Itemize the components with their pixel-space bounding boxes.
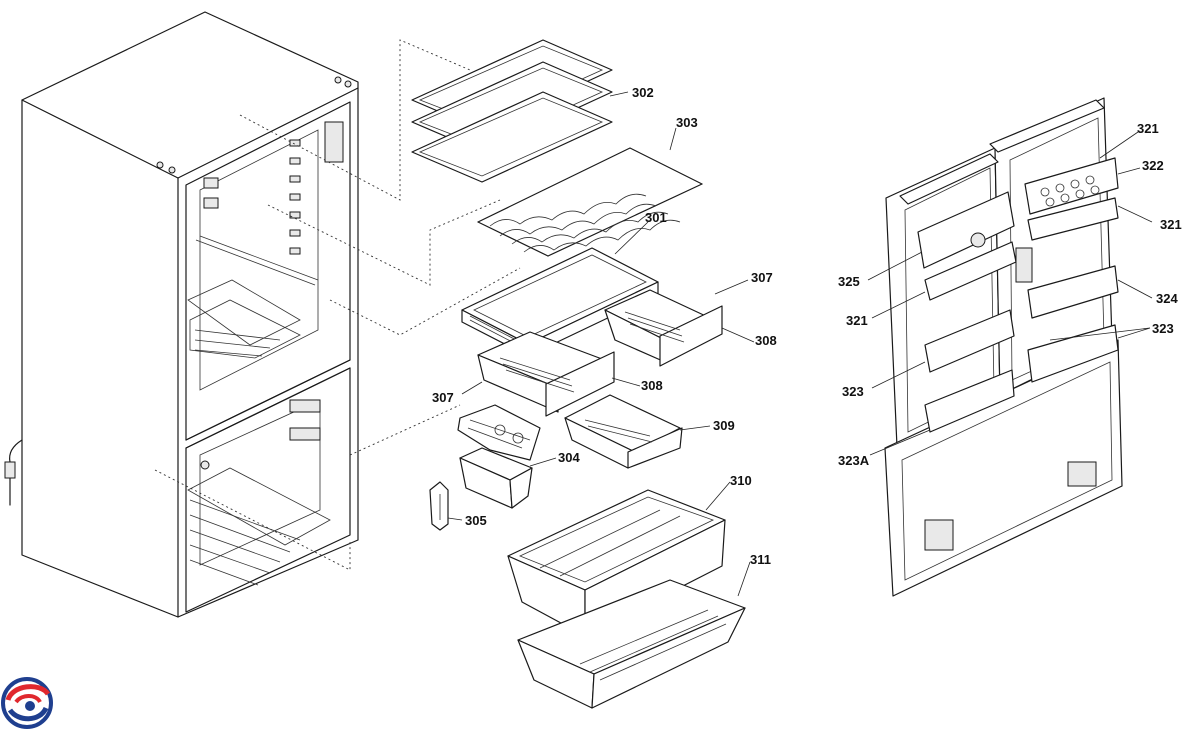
part-label-311: 311 <box>750 552 771 567</box>
part-label-307-right: 307 <box>751 270 773 285</box>
part-label-321-right: 321 <box>1160 217 1182 232</box>
brand-logo <box>1 677 53 729</box>
part-label-325: 325 <box>838 274 860 289</box>
bottle-holder-clip <box>429 481 449 531</box>
part-label-323-left: 323 <box>842 384 864 399</box>
refrigerator-cabinet <box>4 11 359 618</box>
part-label-322: 322 <box>1142 158 1164 173</box>
callout-leader-lines <box>447 91 1153 597</box>
wine-rack <box>477 147 703 257</box>
part-label-301: 301 <box>645 210 667 225</box>
glass-shelves <box>411 39 613 183</box>
part-label-302: 302 <box>632 85 654 100</box>
part-label-324: 324 <box>1156 291 1178 306</box>
part-label-303: 303 <box>676 115 698 130</box>
crisper-drawer-right <box>604 289 723 367</box>
part-label-323A: 323A <box>838 453 870 468</box>
freezer-basket-lower <box>517 579 746 709</box>
part-number-labels: 302 303 301 307 308 307 308 309 304 305 … <box>432 85 1182 567</box>
part-label-307-left: 307 <box>432 390 454 405</box>
part-label-304: 304 <box>558 450 580 465</box>
part-label-308-right: 308 <box>755 333 777 348</box>
part-label-309: 309 <box>713 418 735 433</box>
explosion-guide-lines <box>154 39 521 571</box>
part-label-323-right: 323 <box>1152 321 1174 336</box>
refrigerator-doors <box>884 97 1123 597</box>
part-label-321-top: 321 <box>1137 121 1159 136</box>
ice-maker-and-bin <box>457 404 541 509</box>
part-label-308-left: 308 <box>641 378 663 393</box>
part-label-321-left: 321 <box>846 313 868 328</box>
meat-drawer <box>564 394 683 469</box>
shelf-rail-slots <box>289 139 301 255</box>
crisper-drawer-left <box>477 331 615 417</box>
part-label-310: 310 <box>730 473 752 488</box>
part-label-305: 305 <box>465 513 487 528</box>
